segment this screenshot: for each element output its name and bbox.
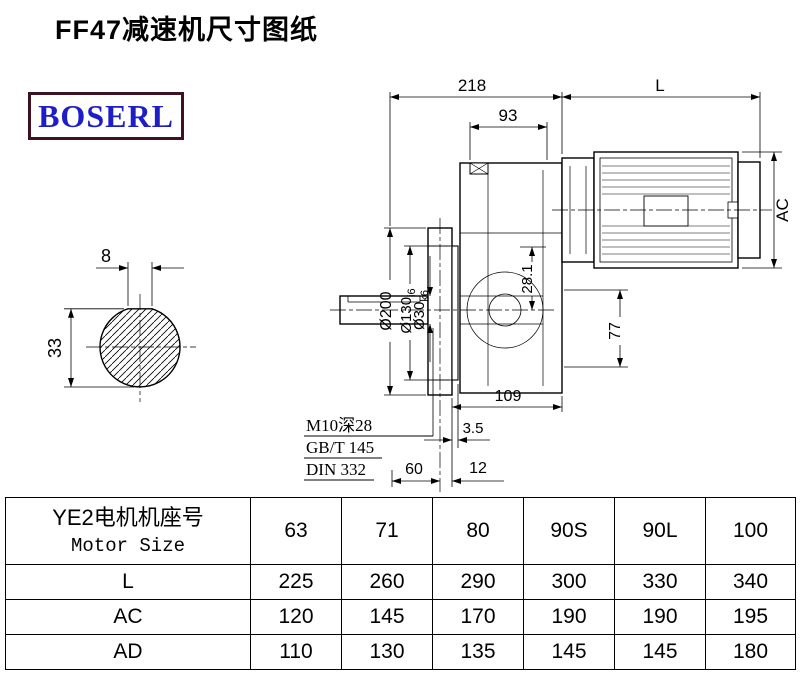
technical-drawing: 8 33: [45, 76, 792, 492]
cell-AC-90L: 190: [614, 599, 706, 635]
dim-spigot-diameter: Ø130i6: [398, 288, 418, 333]
centerlines: [330, 209, 772, 492]
motor-nameplate: [643, 195, 689, 227]
cell-AC-80: 170: [432, 599, 524, 635]
size-col-90S: 90S: [523, 497, 615, 565]
header-cn: YE2电机机座号: [52, 505, 204, 530]
table-header-row: YE2电机机座号 Motor Size 63 71 80 90S 90L 100: [5, 497, 796, 565]
cell-AD-63: 110: [250, 634, 342, 670]
center-hole-notes: M10深28 GB/T 145 DIN 332: [304, 328, 434, 481]
dim-keyway-28-1: 28.1: [519, 264, 536, 293]
cell-L-90S: 300: [523, 564, 615, 600]
dim-shaft-key-height: 33: [45, 338, 65, 358]
cell-AC-90S: 190: [523, 599, 615, 635]
dim-overall-218: 218: [458, 76, 486, 95]
drawing-area: 8 33: [45, 76, 792, 492]
motor-fins: [602, 165, 730, 255]
header-motor-size-cell: YE2电机机座号 Motor Size: [5, 497, 251, 565]
dim-motor-height-AC: AC: [773, 198, 792, 222]
size-col-100: 100: [705, 497, 796, 565]
cell-AD-100: 180: [705, 634, 796, 670]
dim-flange-diameter: Ø200: [378, 291, 395, 330]
brand-logo-text: BOSERL: [38, 97, 174, 134]
note-tap-hole: M10深28: [306, 416, 372, 435]
cell-L-80: 290: [432, 564, 524, 600]
cell-AD-71: 130: [341, 634, 433, 670]
cell-AD-90S: 145: [523, 634, 615, 670]
size-col-90L: 90L: [614, 497, 706, 565]
dim-housing-93: 93: [499, 106, 518, 125]
cell-AC-71: 145: [341, 599, 433, 635]
table-row-AC: AC 120 145 170 190 190 195: [5, 599, 796, 635]
dim-flange-12: 12: [469, 460, 487, 477]
row-label-AD: AD: [5, 634, 251, 670]
size-col-71: 71: [341, 497, 433, 565]
dim-foot-109: 109: [495, 388, 522, 405]
cell-L-71: 260: [341, 564, 433, 600]
gear-unit-side-view: [339, 151, 761, 396]
dim-lower-77: 77: [607, 322, 624, 340]
dim-shaft-60: 60: [405, 461, 423, 478]
dim-motor-length-L: L: [655, 76, 664, 95]
brand-logo: BOSERL: [28, 92, 184, 140]
gear-housing: [459, 162, 563, 394]
row-label-AC: AC: [5, 599, 251, 635]
dimensions: 218 L 93 AC Ø200 Ø130i6: [378, 76, 792, 487]
page-title: FF47减速机尺寸图纸: [55, 15, 319, 45]
cell-L-63: 225: [250, 564, 342, 600]
cell-L-100: 340: [705, 564, 796, 600]
cell-L-90L: 330: [614, 564, 706, 600]
note-din-standard: DIN 332: [306, 460, 366, 479]
dim-key-width: 8: [101, 246, 111, 266]
row-label-L: L: [5, 564, 251, 600]
cell-AC-63: 120: [250, 599, 342, 635]
cell-AD-80: 135: [432, 634, 524, 670]
dim-spigot-3-5: 3.5: [463, 420, 484, 437]
flange-spigot: [451, 245, 459, 381]
motor-size-table: YE2电机机座号 Motor Size 63 71 80 90S 90L 100…: [5, 497, 796, 670]
cell-AC-100: 195: [705, 599, 796, 635]
size-col-63: 63: [250, 497, 342, 565]
note-gb-standard: GB/T 145: [306, 438, 374, 457]
table-row-AD: AD 110 130 135 145 145 180: [5, 634, 796, 670]
shaft-section-view: 8 33: [45, 246, 196, 402]
dim-shaft-diameter: Ø30k6: [411, 290, 431, 330]
size-col-80: 80: [432, 497, 524, 565]
table-row-L: L 225 260 290 300 330 340: [5, 564, 796, 600]
header-en: Motor Size: [70, 535, 186, 557]
cell-AD-90L: 145: [614, 634, 706, 670]
